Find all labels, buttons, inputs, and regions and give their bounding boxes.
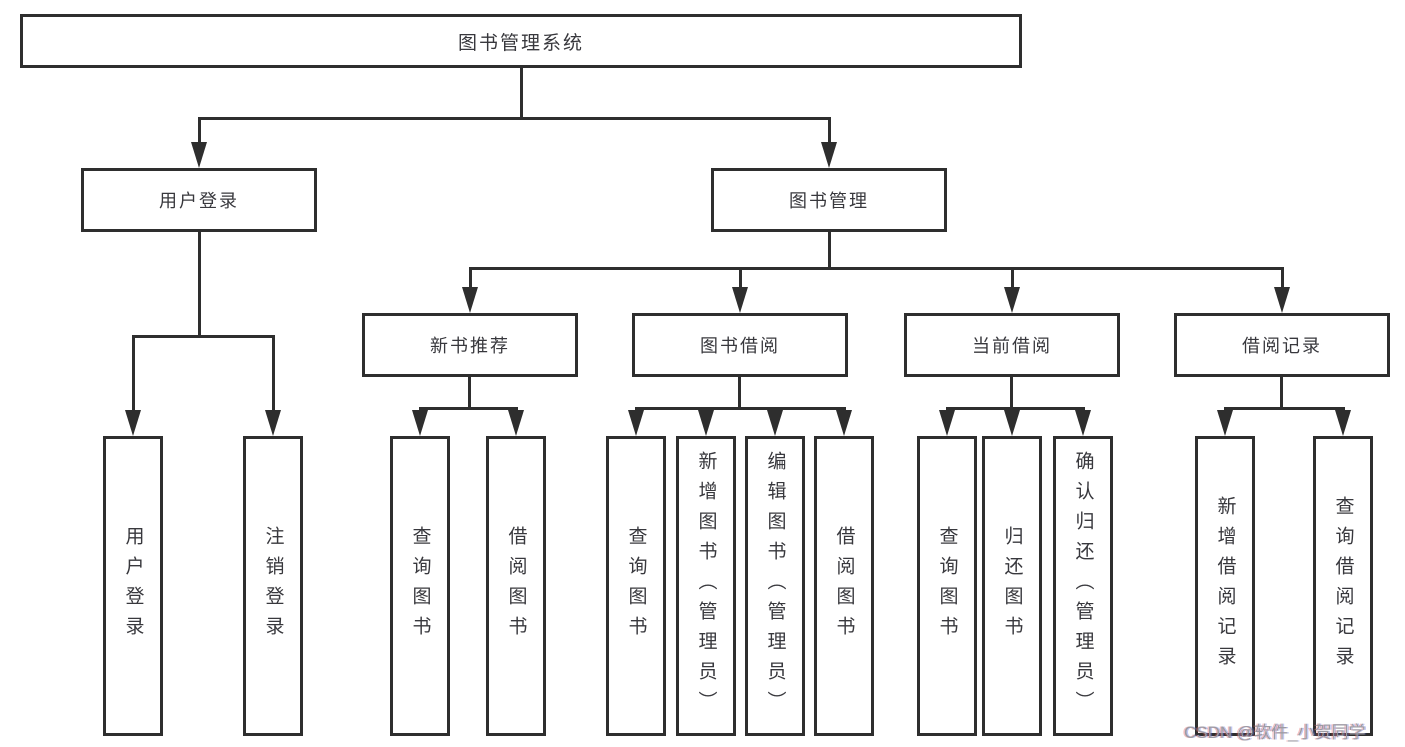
arrow-down-icon bbox=[1004, 287, 1020, 313]
connector-line bbox=[1224, 407, 1345, 410]
leaf-query-borrow-record: 查询借阅记录 bbox=[1313, 436, 1373, 736]
arrow-down-icon bbox=[1004, 410, 1020, 436]
leaf-user-login: 用户登录 bbox=[103, 436, 163, 736]
arrow-down-icon bbox=[125, 410, 141, 436]
connector-line bbox=[520, 68, 523, 117]
node-label: 新增图书（管理员） bbox=[695, 451, 717, 721]
arrow-down-icon bbox=[1274, 287, 1290, 313]
leaf-logout: 注销登录 bbox=[243, 436, 303, 736]
node-label: 图书管理系统 bbox=[457, 32, 584, 54]
leaf-borrow-books-recommend: 借阅图书 bbox=[486, 436, 546, 736]
connector-line bbox=[946, 407, 1085, 410]
leaf-borrow-books: 借阅图书 bbox=[814, 436, 874, 736]
connector-line bbox=[828, 232, 831, 268]
node-label: 注销登录 bbox=[262, 526, 284, 646]
node-label: 图书借阅 bbox=[700, 336, 780, 356]
arrow-down-icon bbox=[939, 410, 955, 436]
node-label: 查询图书 bbox=[625, 526, 647, 646]
arrow-down-icon bbox=[698, 410, 714, 436]
connector-line bbox=[198, 117, 201, 144]
node-user-login: 用户登录 bbox=[81, 168, 317, 232]
node-label: 查询借阅记录 bbox=[1332, 496, 1354, 676]
arrow-down-icon bbox=[1217, 410, 1233, 436]
connector-line bbox=[132, 335, 135, 412]
node-label: 归还图书 bbox=[1001, 526, 1023, 646]
arrow-down-icon bbox=[265, 410, 281, 436]
connector-line bbox=[1011, 267, 1014, 290]
arrow-down-icon bbox=[628, 410, 644, 436]
connector-line bbox=[469, 267, 1283, 270]
node-borrowing-records: 借阅记录 bbox=[1174, 313, 1390, 377]
arrow-down-icon bbox=[1075, 410, 1091, 436]
node-label: 图书管理 bbox=[789, 191, 869, 211]
arrow-down-icon bbox=[412, 410, 428, 436]
node-label: 新书推荐 bbox=[430, 336, 510, 356]
connector-line bbox=[1280, 377, 1283, 410]
leaf-query-books-borrow: 查询图书 bbox=[606, 436, 666, 736]
leaf-edit-book-admin: 编辑图书（管理员） bbox=[745, 436, 805, 736]
node-label: 借阅图书 bbox=[833, 526, 855, 646]
csdn-watermark: CSDN @软件_小贺同学 bbox=[1184, 723, 1366, 742]
node-label: 确认归还（管理员） bbox=[1072, 451, 1094, 721]
leaf-return-book: 归还图书 bbox=[982, 436, 1042, 736]
connector-line bbox=[132, 335, 275, 338]
connector-line bbox=[635, 407, 846, 410]
connector-line bbox=[1281, 267, 1284, 290]
connector-line bbox=[469, 267, 472, 290]
node-book-borrowing: 图书借阅 bbox=[632, 313, 848, 377]
leaf-add-book-admin: 新增图书（管理员） bbox=[676, 436, 736, 736]
node-library-system: 图书管理系统 bbox=[20, 14, 1022, 68]
leaf-add-borrow-record: 新增借阅记录 bbox=[1195, 436, 1255, 736]
arrow-down-icon bbox=[1335, 410, 1351, 436]
connector-line bbox=[828, 117, 831, 144]
connector-line bbox=[468, 377, 471, 410]
arrow-down-icon bbox=[836, 410, 852, 436]
connector-line bbox=[738, 377, 741, 410]
arrow-down-icon bbox=[462, 287, 478, 313]
node-label: 编辑图书（管理员） bbox=[764, 451, 786, 721]
connector-line bbox=[272, 335, 275, 412]
arrow-down-icon bbox=[767, 410, 783, 436]
arrow-down-icon bbox=[732, 287, 748, 313]
connector-line bbox=[739, 267, 742, 290]
leaf-confirm-return-admin: 确认归还（管理员） bbox=[1053, 436, 1113, 736]
node-label: 用户登录 bbox=[122, 526, 144, 646]
leaf-query-books-recommend: 查询图书 bbox=[390, 436, 450, 736]
node-label: 当前借阅 bbox=[972, 336, 1052, 356]
connector-line bbox=[1010, 377, 1013, 410]
connector-line bbox=[198, 232, 201, 338]
node-label: 查询图书 bbox=[936, 526, 958, 646]
node-label: 新增借阅记录 bbox=[1214, 496, 1236, 676]
node-current-borrowing: 当前借阅 bbox=[904, 313, 1120, 377]
arrow-down-icon bbox=[508, 410, 524, 436]
node-label: 查询图书 bbox=[409, 526, 431, 646]
node-book-management: 图书管理 bbox=[711, 168, 947, 232]
node-new-book-recommend: 新书推荐 bbox=[362, 313, 578, 377]
leaf-query-books-current: 查询图书 bbox=[917, 436, 977, 736]
connector-line bbox=[419, 407, 518, 410]
arrow-down-icon bbox=[191, 142, 207, 168]
arrow-down-icon bbox=[821, 142, 837, 168]
connector-line bbox=[198, 117, 831, 120]
node-label: 用户登录 bbox=[159, 191, 239, 211]
node-label: 借阅图书 bbox=[505, 526, 527, 646]
node-label: 借阅记录 bbox=[1242, 336, 1322, 356]
